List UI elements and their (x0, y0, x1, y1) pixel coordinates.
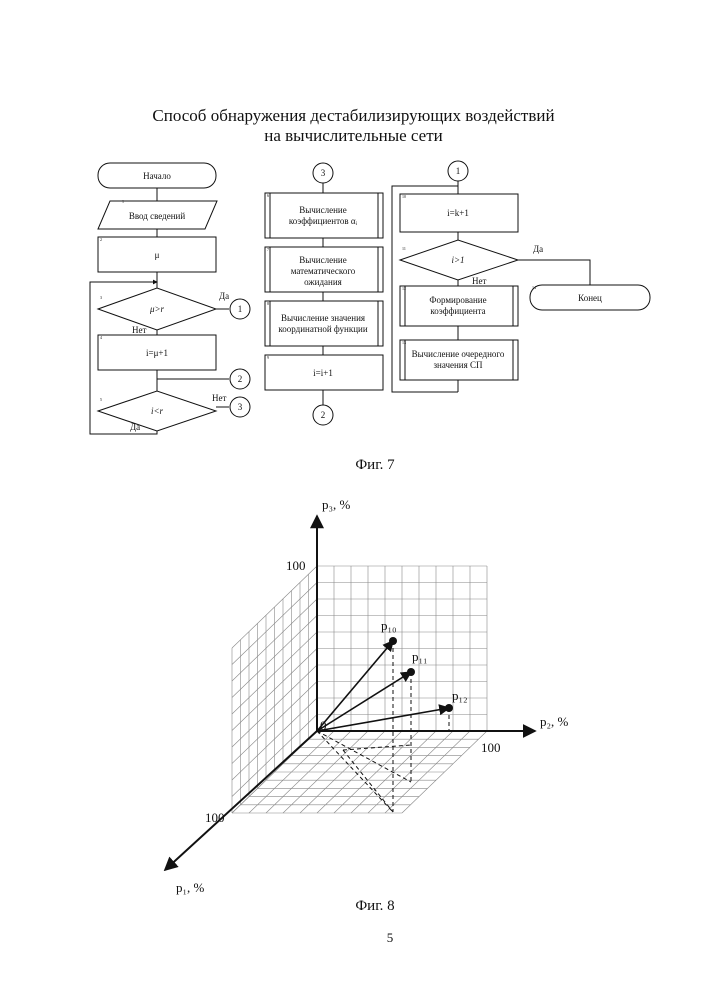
no-label-1: Нет (132, 325, 146, 335)
axis-p1-line (165, 731, 317, 870)
three-d-plot-figure-8: p₃, % p₂, % p₁, % 100 100 100 0 p₁₀ p₁₁ … (0, 495, 707, 895)
document-title-line-2: на вычислительные сети (0, 126, 707, 146)
axis-p3-label: p₃, % (322, 497, 351, 512)
connector-3-a-label: 3 (238, 402, 243, 412)
next-label-1: Вычисление очередного (412, 349, 505, 359)
connector-1-a-label: 1 (238, 304, 243, 314)
start-label: Начало (143, 171, 171, 181)
form-label-1: Формирование (429, 295, 486, 305)
vector-p12-label: p₁₂ (452, 688, 468, 703)
k-inc-label: i=k+1 (447, 208, 469, 218)
coeff-a-label-1: Вычисление (299, 205, 347, 215)
mu-inc-label: i=μ+1 (146, 348, 168, 358)
step-num-14: 14 (532, 285, 536, 290)
yes-label-3: Да (533, 244, 543, 254)
step-num-2: 2 (100, 237, 102, 242)
vector-p11-label: p₁₁ (412, 649, 428, 664)
flowchart-figure-7: Начало Ввод сведений μ μ>r Да Нет i=μ+1 … (0, 150, 707, 450)
grid-plane-p2-p3 (317, 566, 487, 731)
no-label-3: Нет (472, 276, 486, 286)
step-num-1: 1 (122, 199, 124, 204)
step-num-13: 13 (402, 340, 406, 345)
figure-7-caption: Фиг. 7 (315, 457, 435, 474)
figure-8-caption: Фиг. 8 (315, 898, 435, 915)
cond-mu-r-label: μ>r (149, 304, 165, 314)
axis-p1-label: p₁, % (176, 880, 205, 895)
cond-i-1-label: i>1 (451, 255, 464, 265)
yes-label-2: Да (130, 422, 140, 432)
step-num-3: 3 (100, 295, 102, 300)
next-label-2: значения СП (433, 360, 483, 370)
connector-1-b-label: 1 (456, 166, 461, 176)
tick-p3-100: 100 (286, 558, 306, 573)
connector-3-b-label: 3 (321, 168, 326, 178)
page-number: 5 (370, 930, 410, 946)
yes-label-1: Да (219, 291, 229, 301)
step-num-12: 12 (402, 286, 406, 291)
step-num-11: 11 (402, 246, 406, 251)
expect-label-3: ожидания (304, 277, 342, 287)
coord-label-1: Вычисление значения (281, 313, 365, 323)
step-num-4: 4 (100, 335, 102, 340)
mu-label: μ (155, 250, 160, 260)
vector-p10-label: p₁₀ (381, 618, 397, 633)
cond-i-r-label: i<r (151, 406, 164, 416)
point-p11 (407, 668, 415, 676)
vector-p10 (317, 641, 393, 731)
connector-2-a-label: 2 (238, 374, 243, 384)
document-title-line-1: Способ обнаружения дестабилизирующих воз… (0, 106, 707, 126)
input-label: Ввод сведений (129, 211, 186, 221)
step-num-7: 7 (267, 247, 269, 252)
point-p12 (445, 704, 453, 712)
tick-p2-100: 100 (481, 740, 501, 755)
coord-label-2: координатной функции (278, 324, 368, 334)
expect-label-2: математического (291, 266, 356, 276)
expect-label-1: Вычисление (299, 255, 347, 265)
step-num-10: 10 (402, 194, 406, 199)
step-num-9: 9 (267, 355, 269, 360)
no-label-2: Нет (212, 393, 226, 403)
step-num-5: 5 (100, 397, 102, 402)
axis-p2-label: p₂, % (540, 714, 569, 729)
tick-p1-100: 100 (205, 810, 225, 825)
origin-label: 0 (320, 718, 327, 733)
end-label: Конец (578, 293, 602, 303)
step-num-6: 6 (267, 193, 269, 198)
form-label-2: коэффициента (430, 306, 485, 316)
connector-2-b-label: 2 (321, 410, 326, 420)
coeff-a-label-2: коэффициентов αᵢ (289, 216, 358, 226)
step-num-8: 8 (267, 301, 269, 306)
point-p10 (389, 637, 397, 645)
i-inc-label: i=i+1 (313, 368, 333, 378)
